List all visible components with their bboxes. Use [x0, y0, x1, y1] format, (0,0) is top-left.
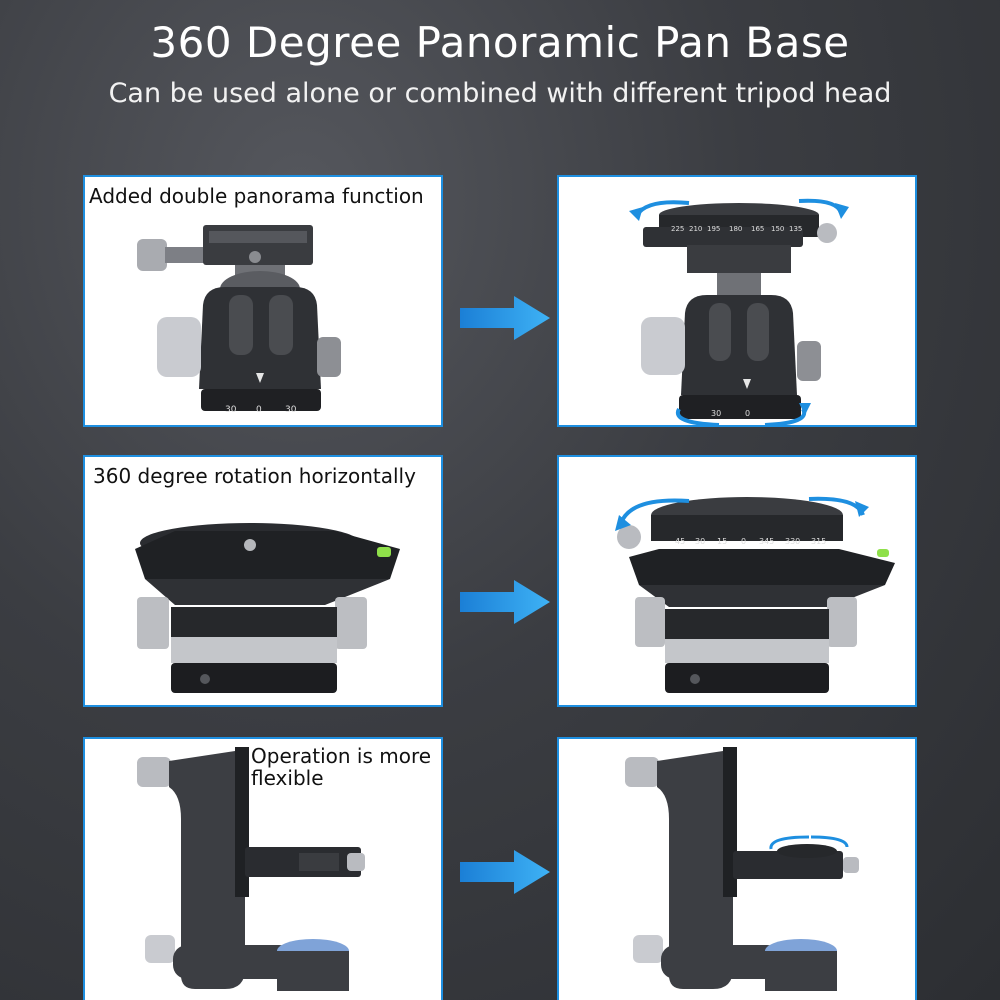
- leveling-base-image: [135, 523, 400, 693]
- page-title: 360 Degree Panoramic Pan Base: [150, 18, 850, 67]
- arrow-right-icon: [460, 580, 550, 624]
- dial-mark: 345: [759, 537, 775, 546]
- panel-leveling-base-after: 45 30 15 0 345 330 315: [557, 455, 917, 707]
- leveling-base-panning-image: [615, 496, 895, 693]
- dial-mark: 165: [751, 225, 765, 233]
- ballhead-panning-image: [629, 198, 849, 425]
- dial-mark: 150: [771, 225, 785, 233]
- dial-mark: 0: [256, 405, 262, 415]
- arrow-right-icon: [460, 296, 550, 340]
- ballhead-image: [137, 225, 341, 411]
- panel-ballhead-before: Added double panorama function 30 0 30: [83, 175, 443, 427]
- panel-gimbal-before: Operation is more flexible: [83, 737, 443, 1000]
- dial-mark: 0: [741, 537, 747, 546]
- panel-ballhead-after: 225 210 195 180 165 150 135 30 0: [557, 175, 917, 427]
- feature-label-operation-line1: Operation is more: [251, 744, 432, 768]
- feature-label-rotation: 360 degree rotation horizontally: [93, 464, 416, 488]
- page-subtitle: Can be used alone or combined with diffe…: [108, 78, 892, 109]
- dial-mark: 30: [711, 409, 722, 418]
- dial-mark: 195: [707, 225, 721, 233]
- dial-mark: 15: [717, 537, 728, 546]
- panel-gimbal-after: [557, 737, 917, 1000]
- feature-label-operation-line2: flexible: [251, 766, 324, 790]
- dial-mark: 30: [285, 405, 297, 415]
- gimbal-head-image: [137, 747, 365, 991]
- gimbal-head-panning-image: [625, 747, 859, 991]
- dial-mark: 0: [745, 409, 751, 418]
- dial-mark: 210: [689, 225, 703, 233]
- arrow-right-icon: [460, 850, 550, 894]
- dial-mark: 330: [785, 537, 801, 546]
- dial-mark: 30: [695, 537, 706, 546]
- dial-mark: 180: [729, 225, 743, 233]
- dial-mark: 45: [675, 537, 686, 546]
- dial-mark: 225: [671, 225, 685, 233]
- feature-label-double-panorama: Added double panorama function: [89, 184, 424, 208]
- dial-mark: 30: [225, 405, 237, 415]
- dial-mark: 135: [789, 225, 803, 233]
- panel-leveling-base-before: 360 degree rotation horizontally: [83, 455, 443, 707]
- dial-mark: 315: [811, 537, 827, 546]
